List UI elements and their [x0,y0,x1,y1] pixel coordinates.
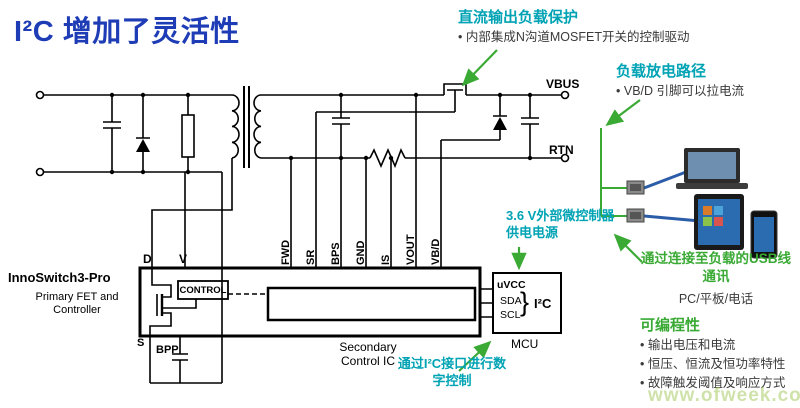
callout-usb-sub: PC/平板/电话 [678,292,754,307]
arrow-usb-comm [613,233,643,263]
i2c-brace: } [520,287,530,317]
pin-label-sr: SR [305,249,317,265]
callout-prog-bullet-3: 故障触发阈值及响应方式 [640,375,796,392]
vbus-terminal [560,90,570,100]
secondary-ic-block [266,286,477,322]
pin-label-vbd: VB/D [430,238,442,265]
callout-discharge-path: 负载放电路径 VB/D 引脚可以拉电流 [616,60,796,100]
innoswitch-ic-box [138,266,482,338]
callout-prog-bullet-2: 恒压、恒流及恒功率特性 [640,356,796,373]
junctions [109,92,533,175]
terminals [35,90,570,177]
mcu-pin-uvcc: uVCC [497,279,526,291]
primary-wiring [40,94,240,384]
mcu-pin-sda: SDA [500,295,522,307]
callout-mcu-power: 3.6 V外部微控制器供电电源 [506,208,615,240]
usb-cables [643,170,701,223]
pin-bpp-label: BPP [156,344,179,356]
pin-label-is: IS [380,254,392,265]
callout-dc-protection-heading: 直流输出负载保护 [458,9,579,26]
callout-i2c-control: 通过I²C接口进行数字控制 [397,356,507,388]
tablet-image [694,194,744,250]
callout-dc-protection: 直流输出负载保护 内部集成N沟道MOSFET开关的控制驱动 [458,6,793,46]
usb-path-line [600,128,627,217]
arrow-discharge [605,99,641,126]
rtn-label: RTN [549,143,574,157]
laptop-image [676,148,748,189]
watermark: www.ofweek.com [648,385,800,406]
shunt-resistor [369,148,406,169]
mcu-box [492,272,562,334]
mcu-label: MCU [511,337,539,351]
arrow-i2c-control [458,340,492,372]
callout-programmability: 可编程性 输出电压和电流 恒压、恒流及恒功率特性 故障触发阈值及响应方式 [640,314,796,392]
control-label: CONTROL [179,285,227,296]
callout-discharge-heading: 负载放电路径 [616,63,707,80]
phone-image [750,210,778,259]
pin-v-label: V [179,252,188,266]
transformer-core [243,86,250,168]
control-block [177,280,229,300]
part-name-label: InnoSwitch3-Pro [8,270,111,285]
primary-fet-symbol [149,268,197,336]
usb-connectors [626,180,645,223]
sr-mosfet [443,83,467,95]
secondary-ic-label: Secondary Control IC [339,340,397,369]
pin-label-bps: BPS [330,242,342,265]
page-title: I²C 增加了灵活性 [14,16,240,48]
pin-d-label: D [143,252,152,266]
mcu-pin-scl: SCL [500,309,521,321]
secondary-wiring [253,83,562,318]
i2c-label: I²C [534,296,552,311]
callout-discharge-bullet: VB/D 引脚可以拉电流 [616,83,796,100]
callout-prog-heading: 可编程性 [640,317,701,334]
callout-arrows [458,49,643,372]
callout-prog-bullet-1: 输出电压和电流 [640,337,796,354]
callout-usb-comm: 通过连接至负载的USB线通讯 PC/平板/电话 [640,250,792,307]
callout-dc-protection-bullet: 内部集成N沟道MOSFET开关的控制驱动 [458,29,793,46]
rtn-terminal [560,153,570,163]
vbus-label: VBUS [546,77,580,91]
pin-label-gnd: GND [355,240,367,265]
primary-fet-label: Primary FET and Controller [35,291,119,317]
arrow-dc-protection [461,49,498,87]
discharge-diode [440,95,507,268]
pin-s-label: S [137,337,145,349]
pin-label-vout: VOUT [405,234,417,265]
pin-label-fwd: FWD [280,239,292,265]
callout-usb-heading: 通过连接至负载的USB线通讯 [640,251,791,284]
